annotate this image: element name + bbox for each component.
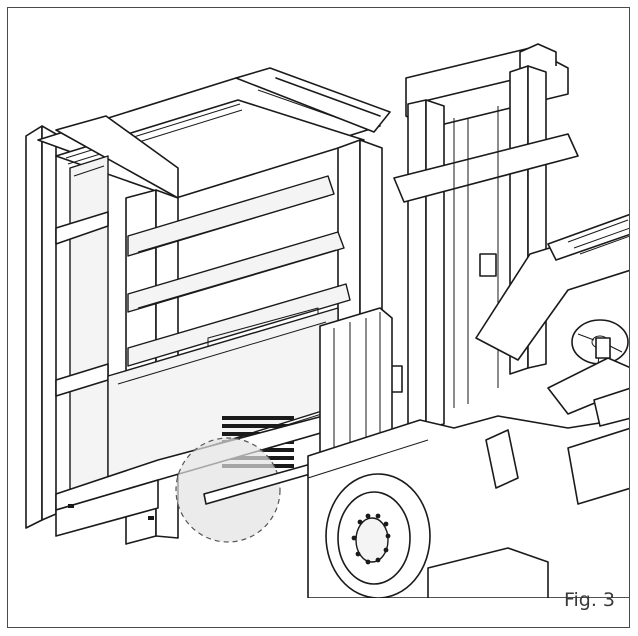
forklift-mast <box>387 43 579 435</box>
front-wheel <box>325 473 431 598</box>
figure-caption: Fig. 3 <box>563 589 615 611</box>
forklift-lifting-crate-illustration <box>25 43 629 598</box>
crate <box>25 67 391 545</box>
figure-frame: Fig. 3 <box>7 7 630 628</box>
carriage <box>319 307 393 459</box>
forklift-cab <box>475 213 629 415</box>
forklift-step <box>427 547 549 598</box>
